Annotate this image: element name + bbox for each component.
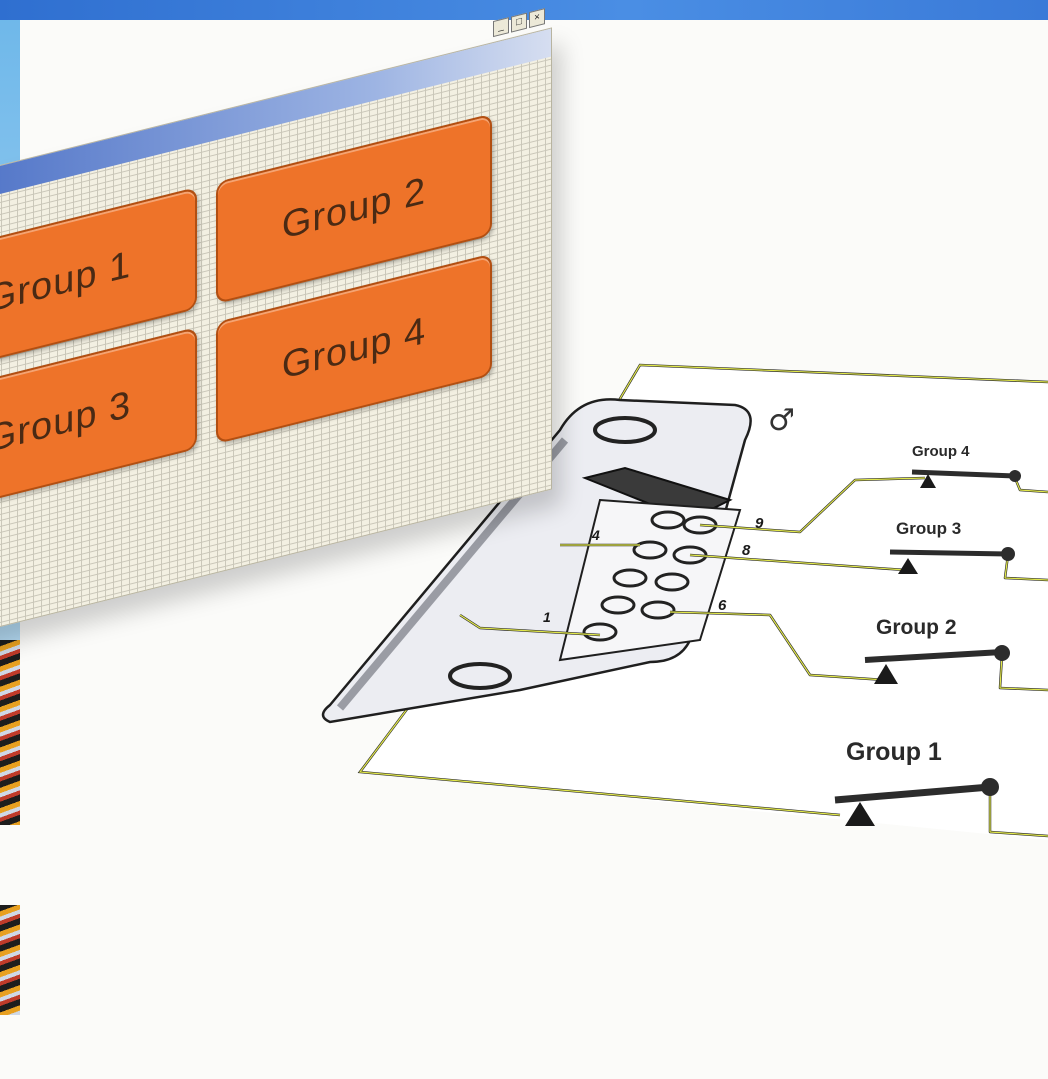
pin-label-4: 4 [591, 527, 600, 543]
switch-group2 [864, 645, 1010, 684]
switch-label-group3: Group 3 [896, 519, 961, 538]
top-title-bar [0, 0, 1048, 20]
cable-bundle-image [0, 640, 20, 825]
pin-label-9: 9 [755, 515, 764, 532]
pin-label-1: 1 [543, 609, 551, 625]
switch-group3 [889, 547, 1015, 574]
male-symbol-icon: ♂ [768, 403, 795, 438]
switch-group1 [834, 778, 999, 826]
pin-label-8: 8 [742, 542, 751, 559]
phone-handset [321, 398, 752, 724]
switch-group4 [911, 469, 1021, 488]
pin-label-6: 6 [718, 597, 727, 614]
switch-label-group2: Group 2 [876, 616, 957, 639]
wires [459, 476, 1048, 838]
cable-bundle-image [0, 905, 20, 1015]
group3-button[interactable]: Group 3 [0, 326, 197, 518]
switch-label-group4: Group 4 [912, 443, 970, 460]
switch-label-group1: Group 1 [846, 738, 942, 766]
